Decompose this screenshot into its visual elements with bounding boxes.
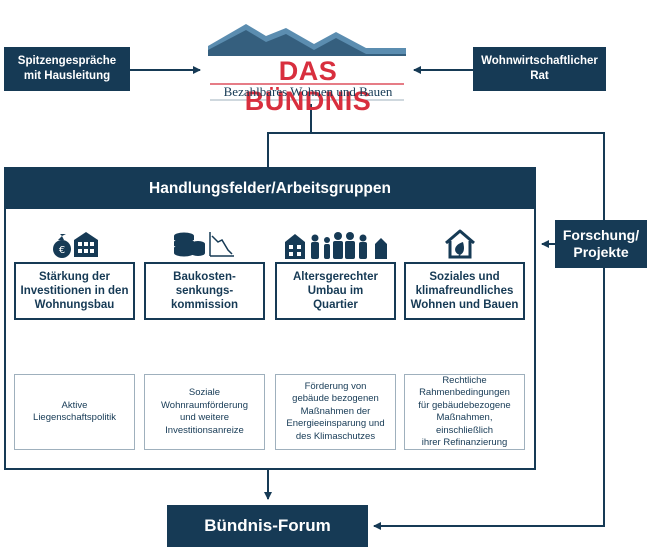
logo-to-panel-connector [267, 104, 312, 167]
forschung-line1: Forschung/ [562, 227, 640, 243]
coins-chart-icon [174, 232, 234, 257]
sub3-line3: Maßnahmen der [300, 405, 371, 417]
sub3-line1: Förderung von [304, 380, 367, 392]
subgroup-liegenschaftspolitik: Aktive Liegenschaftspolitik [14, 374, 135, 450]
group3-line3: Quartier [313, 299, 358, 311]
right-loop-to-forum [373, 268, 605, 530]
group1-line2: Investitionen in den [20, 285, 129, 297]
wohnwirtschaftlicher-rat-box: Wohnwirtschaftlicher Rat [473, 47, 606, 91]
sub4-line1: Rechtliche [442, 374, 487, 386]
sub3-line4: Energieeinsparung und [286, 418, 385, 430]
group2-line3: kommission [170, 299, 239, 311]
sub3-line5: des Klimaschutzes [295, 430, 376, 442]
sub2-line1: Soziale [188, 387, 221, 398]
sub4-line3: für gebäudebezogene [418, 399, 511, 411]
group-box-altersgerecht: Altersgerechter Umbau im Quartier [275, 262, 396, 320]
group4-line1: Soziales und [429, 271, 500, 283]
sub2-line3: und weitere [179, 412, 230, 423]
eco-house-icon [445, 229, 475, 259]
sub3-line2: gebäude bezogenen [292, 393, 379, 405]
group3-line1: Altersgerechter [292, 271, 378, 283]
sub1-line1: Aktive [61, 399, 88, 411]
subgroup-rahmenbedingungen: Rechtliche Rahmenbedingungen für gebäude… [404, 374, 525, 450]
spitzengespraeche-line2: mit Hausleitung [23, 70, 111, 82]
group4-line2: klimafreundliches [415, 285, 514, 297]
subgroup-wohnraumfoerderung: Soziale Wohnraumförderung und weitere In… [144, 374, 265, 450]
group-box-baukosten: Baukosten- senkungs- kommission [144, 262, 265, 320]
group-box-soziales: Soziales und klimafreundliches Wohnen un… [404, 262, 525, 320]
logo-to-right-loop [311, 132, 605, 220]
subgroup-energieeinsparung: Förderung von gebäude bezogenen Maßnahme… [275, 374, 396, 450]
sub4-line2: Rahmenbedingungen [419, 387, 510, 398]
spitzengespraeche-line1: Spitzengespräche [17, 55, 117, 67]
forschung-line2: Projekte [573, 244, 629, 260]
buendnis-forum-box: Bündnis-Forum [167, 505, 368, 547]
svg-text:€: € [59, 245, 65, 256]
logo-title: DAS BÜNDNIS [244, 56, 372, 116]
buendnis-logo [206, 22, 408, 104]
sub2-line4: Investitionsanreize [165, 424, 244, 436]
sub4-line5: ihrer Refinanzierung [421, 437, 508, 448]
group2-line1: Baukosten- [173, 271, 236, 283]
group1-line1: Stärkung der [39, 271, 110, 283]
money-bag-building-icon: € [53, 232, 98, 258]
rat-line2: Rat [530, 70, 549, 82]
logo-subtitle: Bezahlbares Wohnen und Bauen [223, 84, 393, 99]
spitzengespraeche-box: Spitzengespräche mit Hausleitung [4, 47, 130, 91]
rat-line1: Wohnwirtschaftlicher [481, 55, 598, 67]
group1-line3: Wohnungsbau [34, 299, 115, 311]
group4-line3: Wohnen und Bauen [410, 299, 519, 311]
group3-line2: Umbau im [307, 285, 364, 297]
group2-line2: senkungs- [175, 285, 234, 297]
sub2-line2: Wohnraumförderung [161, 399, 248, 411]
sub4-line4: Maßnahmen, einschließlich [435, 412, 494, 436]
forschung-projekte-box: Forschung/ Projekte [555, 220, 647, 268]
group-box-investitionen: Stärkung der Investitionen in den Wohnun… [14, 262, 135, 320]
people-houses-icon [285, 232, 387, 259]
panel-header: Handlungsfelder/Arbeitsgruppen [6, 169, 534, 209]
sub1-line2: Liegenschaftspolitik [33, 412, 116, 423]
